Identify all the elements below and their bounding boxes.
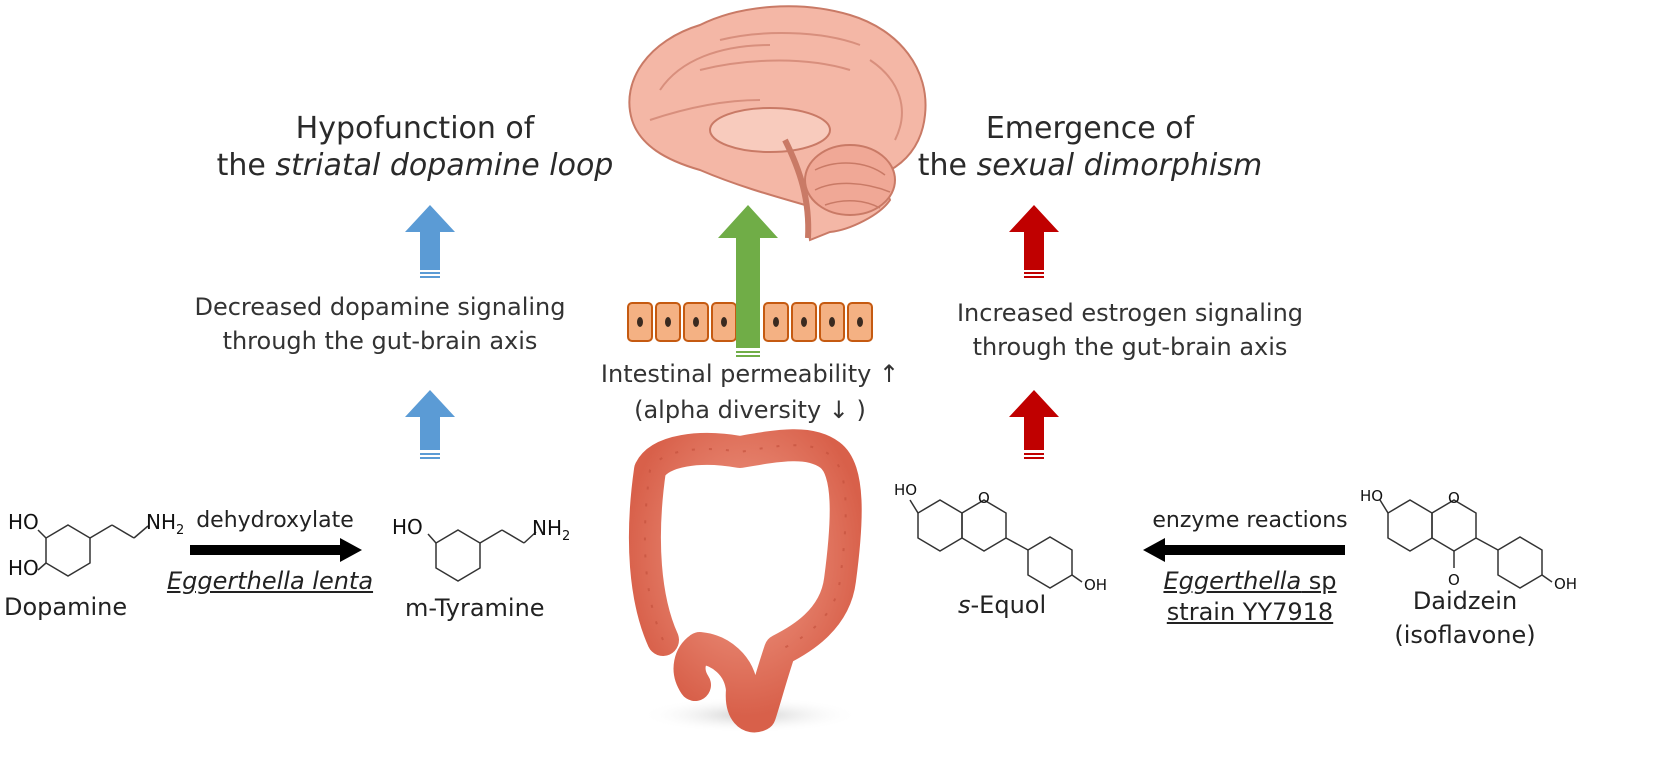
reaction-arrow-right [1143,538,1345,562]
daidzein-oh: OH [1554,575,1578,593]
brain-illustration [628,5,927,242]
left-title-italic: striatal dopamine loop [275,148,614,183]
left-title-prefix: the [216,148,276,183]
dopamine-structure [37,524,149,577]
tyramine-ho: HO [392,515,423,539]
eggerthella-lenta-label: Eggerthella lenta [150,566,390,596]
s-equol-prefix: s [958,591,971,619]
dopamine-nh: NH [146,510,176,534]
equol-ring-o: O [978,489,990,507]
cell-nucleus [693,317,699,327]
cell-nucleus [721,317,727,327]
right-title-line2: the sexual dimorphism [890,147,1290,185]
cell-nucleus [773,317,779,327]
equol-oh: OH [1084,576,1108,594]
green-arrow [718,205,778,357]
s-equol-structure [909,499,1083,589]
red-arrow-lower [1009,390,1059,459]
tyramine-nh2: NH2 [532,516,570,549]
daidzein-ring-o: O [1448,489,1460,507]
cell-nucleus [829,317,835,327]
reaction-arrow-left [190,538,362,562]
equol-ho: HO [894,481,918,499]
right-title-italic: sexual dimorphism [976,148,1263,183]
right-title-line1: Emergence of [985,111,1195,146]
dopamine-label: Dopamine [4,593,128,621]
dopamine-nh2: NH2 [146,510,184,543]
cell-nucleus [801,317,807,327]
tyramine-nh-sub: 2 [562,529,571,544]
s-equol-label: s-Equol [958,590,1046,620]
right-title-prefix: the [917,148,977,183]
cell-nucleus [637,317,643,327]
left-title-line1: Hypofunction of [295,111,535,146]
daidzein-structure [1379,499,1553,589]
diversity-text: (alpha diversity ↓ ) [634,396,866,424]
cell-nucleus [857,317,863,327]
dopamine-nh-sub: 2 [176,523,185,538]
tyramine-nh: NH [532,516,562,540]
eggerthella-sp-italic: Eggerthella [1163,567,1302,595]
eggerthella-lenta-italic: Eggerthella lenta [166,567,374,595]
m-tyramine-label: m-Tyramine [405,594,545,622]
dopamine-ho-top: HO [8,510,39,534]
red-arrow-upper [1009,205,1059,278]
eggerthella-sp-label: Eggerthella sp [1140,566,1360,596]
enzyme-reactions-label: enzyme reactions [1152,508,1348,533]
daidzein-label: Daidzein [1412,587,1518,615]
strain-label: strain YY7918 [1166,598,1334,626]
right-signal-line1: Increased estrogen signaling [956,299,1304,327]
isoflavone-label: (isoflavone) [1394,621,1536,649]
epithelial-cells [627,302,873,342]
dopamine-ho-bottom: HO [8,556,39,580]
colon-illustration [628,429,862,733]
blue-arrow-upper [405,205,455,278]
s-equol-rest: -Equol [970,591,1047,619]
daidzein-ho: HO [1360,487,1384,505]
eggerthella-sp-rest: sp [1301,567,1337,595]
left-title-line2: the striatal dopamine loop [200,147,630,185]
permeability-text: Intestinal permeability ↑ [600,360,900,388]
cell-nucleus [665,317,671,327]
daidzein-carbonyl-o: O [1448,571,1460,589]
blue-arrow-lower [405,390,455,459]
m-tyramine-structure [427,529,537,582]
right-signal-line2: through the gut-brain axis [972,333,1288,361]
left-signal-line1: Decreased dopamine signaling [194,293,566,321]
left-signal-line2: through the gut-brain axis [222,327,538,355]
dehydroxylate-label: dehydroxylate [196,508,354,533]
